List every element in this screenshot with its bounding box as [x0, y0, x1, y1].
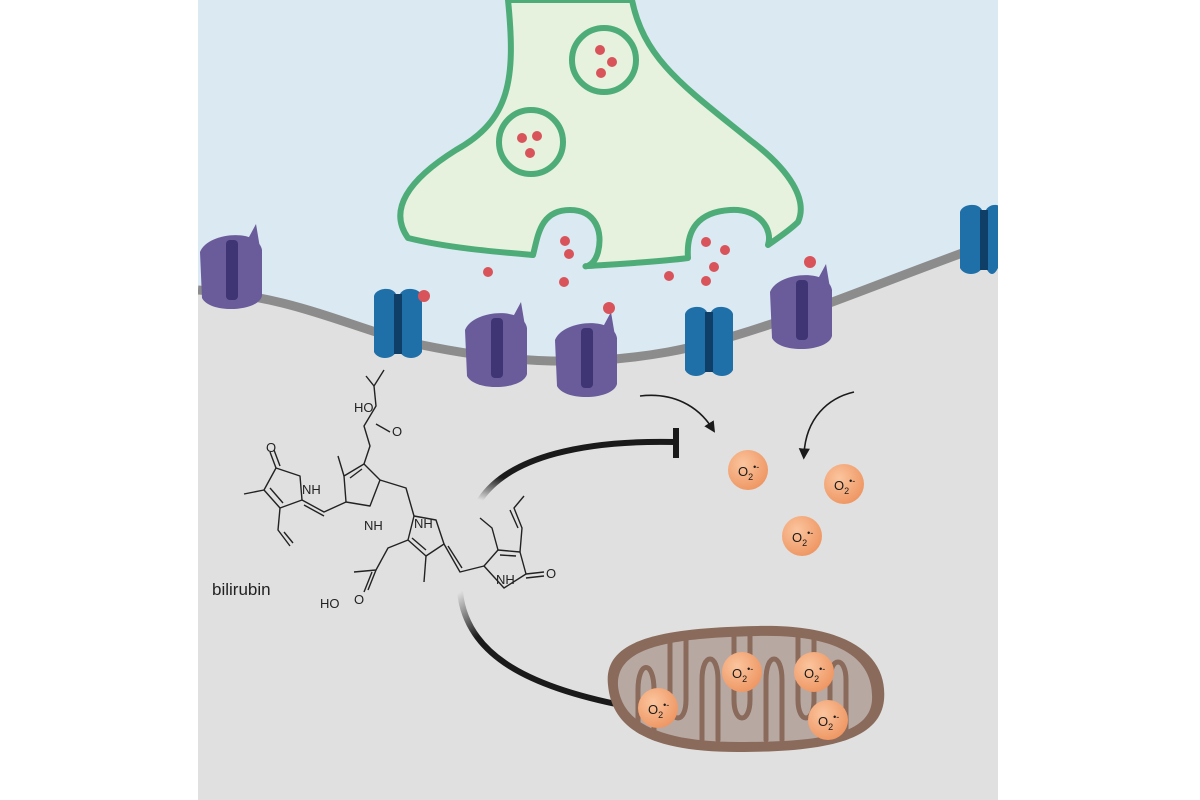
- presynaptic-terminal: [397, 0, 804, 270]
- superoxide-radical: O2•-: [638, 688, 678, 728]
- receptor-blue: [960, 204, 998, 274]
- neurotransmitter: [483, 267, 493, 277]
- neurotransmitter: [804, 256, 816, 268]
- svg-text:NH: NH: [302, 482, 321, 497]
- activation-arrow: [798, 391, 855, 460]
- inhibition-line-mitochondria: [457, 589, 629, 709]
- superoxide-radical: O2•-: [794, 652, 834, 692]
- molecule-name-label: bilirubin: [212, 580, 271, 599]
- neurotransmitter: [603, 302, 615, 314]
- activation-arrow: [639, 394, 716, 433]
- neurotransmitter: [595, 45, 605, 55]
- bilirubin-structure: [243, 369, 545, 593]
- synaptic-vesicle: [569, 25, 639, 95]
- neurotransmitter: [418, 290, 430, 302]
- svg-text:O2•-: O2•-: [738, 462, 759, 482]
- superoxide-radical: O2•-: [808, 700, 848, 740]
- neurotransmitter: [560, 236, 570, 246]
- svg-text:O2•-: O2•-: [732, 664, 753, 684]
- svg-text:O: O: [266, 440, 276, 455]
- neurotransmitter: [564, 249, 574, 259]
- svg-text:O: O: [392, 424, 402, 439]
- neurotransmitter: [701, 276, 711, 286]
- svg-text:O2•-: O2•-: [792, 528, 813, 548]
- superoxide-radical: O2•-: [782, 516, 822, 556]
- svg-text:O2•-: O2•-: [804, 664, 825, 684]
- neurotransmitter: [664, 271, 674, 281]
- receptor-purple: [200, 224, 262, 310]
- svg-text:O2•-: O2•-: [648, 700, 669, 720]
- receptor-blue: [374, 288, 430, 358]
- neurotransmitter: [532, 131, 542, 141]
- neurotransmitter: [720, 245, 730, 255]
- svg-text:NH: NH: [364, 518, 383, 533]
- superoxide-radical: O2•-: [722, 652, 762, 692]
- released-neurotransmitters: [483, 236, 730, 287]
- svg-text:O2•-: O2•-: [834, 476, 855, 496]
- receptor-purple: [555, 302, 617, 398]
- neurotransmitter: [709, 262, 719, 272]
- neurotransmitter: [596, 68, 606, 78]
- receptor-purple: [465, 302, 527, 388]
- inhibition-line-receptors: [477, 438, 679, 503]
- bilirubin-synapse-diagram: O2•- O2•- O2•- O2•- O2•- O2•- O2•-: [198, 0, 998, 800]
- synaptic-vesicle: [496, 107, 566, 177]
- neurotransmitter: [517, 133, 527, 143]
- neurotransmitter: [525, 148, 535, 158]
- neurotransmitter: [701, 237, 711, 247]
- svg-text:NH: NH: [414, 516, 433, 531]
- svg-text:O: O: [546, 566, 556, 581]
- svg-text:HO: HO: [354, 400, 374, 415]
- svg-text:HO: HO: [320, 596, 340, 611]
- svg-text:O2•-: O2•-: [818, 712, 839, 732]
- svg-text:O: O: [354, 592, 364, 607]
- bilirubin-atom-labels: HO O O NH NH NH NH O O HO: [266, 400, 556, 611]
- receptor-purple: [770, 256, 832, 350]
- superoxide-radical: O2•-: [824, 464, 864, 504]
- receptor-blue: [685, 306, 733, 376]
- superoxide-radical: O2•-: [728, 450, 768, 490]
- neurotransmitter: [607, 57, 617, 67]
- svg-text:NH: NH: [496, 572, 515, 587]
- neurotransmitter: [559, 277, 569, 287]
